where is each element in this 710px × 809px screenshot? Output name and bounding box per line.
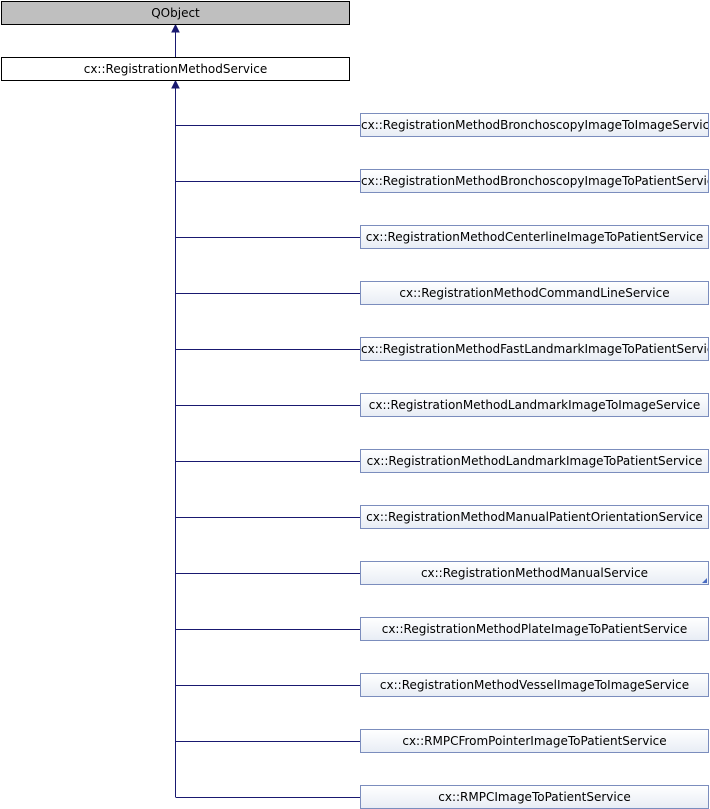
- class-node-child[interactable]: cx::RegistrationMethodPlateImageToPatien…: [360, 617, 709, 641]
- class-node-child[interactable]: cx::RMPCFromPointerImageToPatientService: [360, 729, 709, 753]
- class-node-child[interactable]: cx::RegistrationMethodManualPatientOrien…: [360, 505, 709, 529]
- class-node-child[interactable]: cx::RegistrationMethodCommandLineService: [360, 281, 709, 305]
- class-node-child[interactable]: cx::RegistrationMethodLandmarkImageToPat…: [360, 449, 709, 473]
- class-node-child[interactable]: cx::RegistrationMethodFastLandmarkImageT…: [360, 337, 709, 361]
- class-node-child[interactable]: cx::RegistrationMethodBronchoscopyImageT…: [360, 169, 709, 193]
- more-children-icon: [702, 578, 707, 583]
- class-node-child[interactable]: cx::RegistrationMethodManualService: [360, 561, 709, 585]
- class-node-child[interactable]: cx::RegistrationMethodCenterlineImageToP…: [360, 225, 709, 249]
- class-node-child[interactable]: cx::RegistrationMethodVesselImageToImage…: [360, 673, 709, 697]
- class-node-child[interactable]: cx::RMPCImageToPatientService: [360, 785, 709, 809]
- class-node-registration-method-service[interactable]: cx::RegistrationMethodService: [1, 57, 350, 81]
- class-node-qobject[interactable]: QObject: [1, 1, 350, 25]
- edge-arrowhead-root: [171, 23, 180, 33]
- class-node-child[interactable]: cx::RegistrationMethodLandmarkImageToIma…: [360, 393, 709, 417]
- class-node-child[interactable]: cx::RegistrationMethodBronchoscopyImageT…: [360, 113, 709, 137]
- edge-arrowhead-parent: [171, 79, 180, 89]
- class-node-label: cx::RegistrationMethodManualService: [420, 566, 649, 580]
